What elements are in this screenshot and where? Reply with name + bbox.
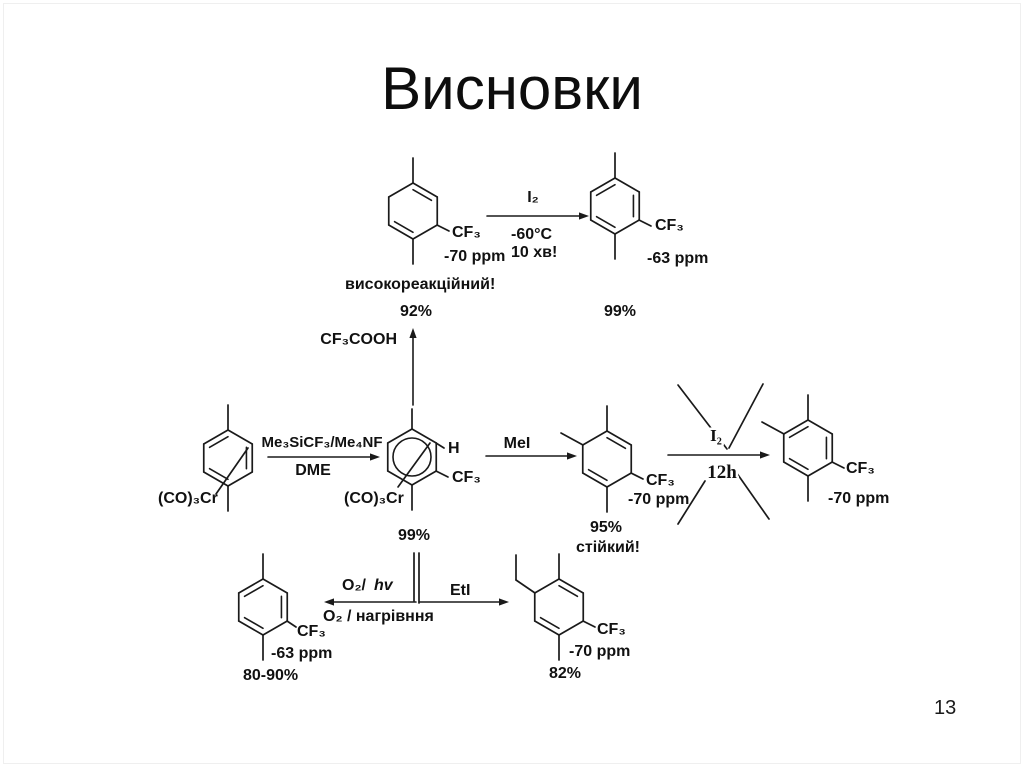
stability-note: стійкий! xyxy=(576,539,640,556)
condition-time-label: 12h xyxy=(707,462,737,483)
cf3-label: CF₃ xyxy=(646,472,675,489)
nmr-shift-label: -70 ppm xyxy=(444,248,505,265)
yield-label: 80-90% xyxy=(243,667,298,684)
yield-label: 95% xyxy=(590,519,622,536)
reagent-label: O₂/ xyxy=(342,577,367,594)
reactivity-note: високореакційний! xyxy=(345,276,495,293)
cf3-label: CF₃ xyxy=(452,469,481,486)
hydrogen-label: H xyxy=(448,440,460,457)
cf3-label: CF₃ xyxy=(846,460,875,477)
nmr-shift-label: -70 ppm xyxy=(569,643,630,660)
reagent-label: I₂ xyxy=(710,426,722,445)
reagent-label: I₂ xyxy=(527,189,539,206)
solvent-label: DME xyxy=(295,462,331,479)
cf3-label: CF₃ xyxy=(597,621,626,638)
nmr-shift-label: -70 ppm xyxy=(628,491,689,508)
cf3-label: CF₃ xyxy=(297,623,326,640)
yield-label: 99% xyxy=(604,303,636,320)
condition-time-label: 10 хв! xyxy=(511,244,557,261)
slide-title: Висновки xyxy=(381,55,643,122)
nmr-shift-label: -63 ppm xyxy=(271,645,332,662)
cf3-label: CF₃ xyxy=(655,217,684,234)
page-number: 13 xyxy=(934,697,957,719)
yield-label: 92% xyxy=(400,303,432,320)
chromium-tricarbonyl-label: (CO)₃Cr xyxy=(344,490,404,507)
condition-temp-label: -60°C xyxy=(511,226,553,243)
reagent-label: Me₃SiCF₃/Me₄NF xyxy=(261,434,382,451)
reagent-label: EtI xyxy=(450,582,470,599)
reagent-label: MeI xyxy=(504,435,531,452)
yield-label: 82% xyxy=(549,665,581,682)
nmr-shift-label: -63 ppm xyxy=(647,250,708,267)
yield-label: 99% xyxy=(398,527,430,544)
cf3-label: CF₃ xyxy=(452,224,481,241)
condition-label: O₂ / нагрівння xyxy=(323,608,434,625)
bond-and-arrow-lines xyxy=(202,152,845,661)
reagent-label: CF₃COOH xyxy=(320,331,397,348)
chromium-tricarbonyl-label: (CO)₃Cr xyxy=(158,490,218,507)
photolysis-label: hv xyxy=(374,577,394,594)
nmr-shift-label: -70 ppm xyxy=(828,490,889,507)
